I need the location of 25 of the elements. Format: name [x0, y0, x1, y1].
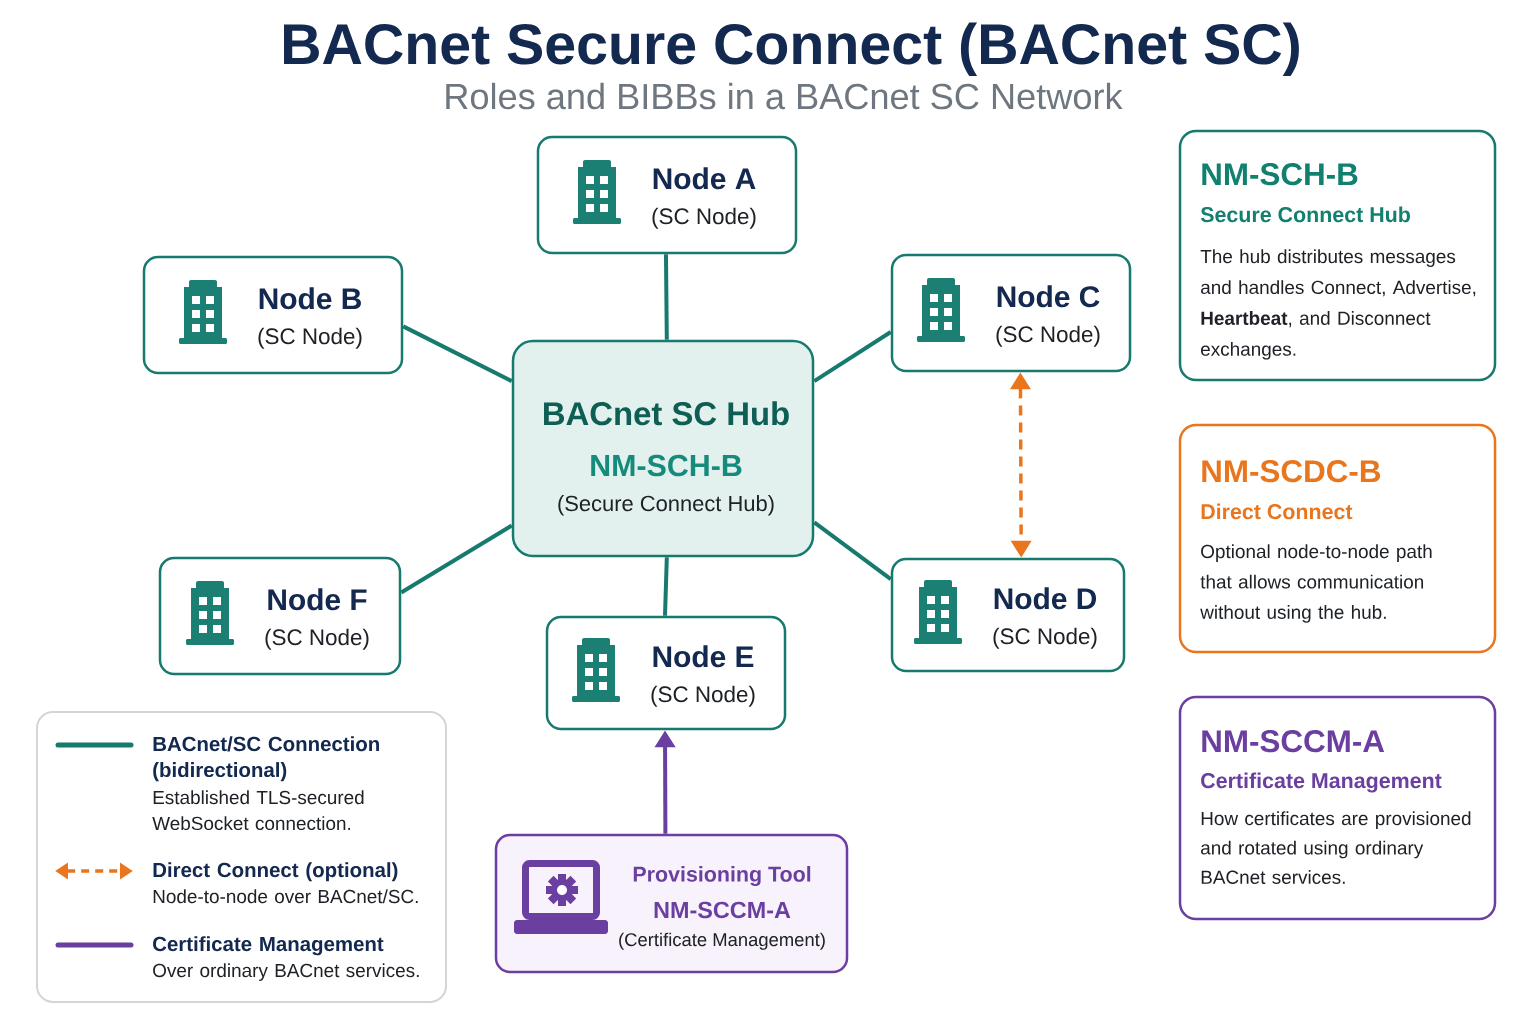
- node-box: Node B (SC Node): [142, 255, 404, 375]
- connector-line: [400, 523, 513, 595]
- node-box: Node F (SC Node): [158, 556, 402, 676]
- tool-box: Provisioning Tool NM-SCCM-A (Certificate Management): [494, 833, 849, 974]
- info-panel: NM-SCH-B Secure Connect Hub The hub distributes messages and handles Connect, Advertise, Heartbeat, and Disconnect exchanges.: [1178, 129, 1497, 382]
- connector-line: [813, 330, 892, 383]
- connector-line: [663, 557, 669, 616]
- title: BACnet Secure Connect (BACnet SC): [284, 22, 1299, 76]
- legend-label: Certificate Management: [153, 936, 384, 956]
- legend-description: Over ordinary BACnet services.: [153, 963, 419, 981]
- node-box: Node E (SC Node): [545, 615, 787, 731]
- legend-description: Established TLS-secured WebSocket connection.: [152, 790, 364, 831]
- connector-line: [402, 324, 513, 383]
- info-panel: NM-SCDC-B Direct Connect Optional node-to-node path that allows communication without using the hub.: [1178, 423, 1497, 654]
- subtitle: Roles and BIBBs in a BACnet SC Network: [446, 82, 1123, 110]
- node-box: Node C (SC Node): [890, 253, 1132, 373]
- node-box: Node D (SC Node): [890, 557, 1126, 673]
- info-panel: NM-SCCM-A Certificate Management How certificates are provisioned and rotated using ordinary BACnet services.: [1178, 695, 1497, 921]
- legend-description: Node-to-node over BACnet/SC.: [153, 889, 418, 904]
- connector-line: [813, 520, 892, 581]
- node-box: Node A (SC Node): [536, 135, 798, 255]
- connector-line: [663, 254, 669, 340]
- legend-label: Direct Connect (optional): [153, 862, 398, 882]
- hub-box: BACnet SC Hub NM-SCH-B (Secure Connect Hub): [511, 339, 815, 558]
- legend-label: BACnet/SC Connection (bidirectional): [153, 736, 379, 782]
